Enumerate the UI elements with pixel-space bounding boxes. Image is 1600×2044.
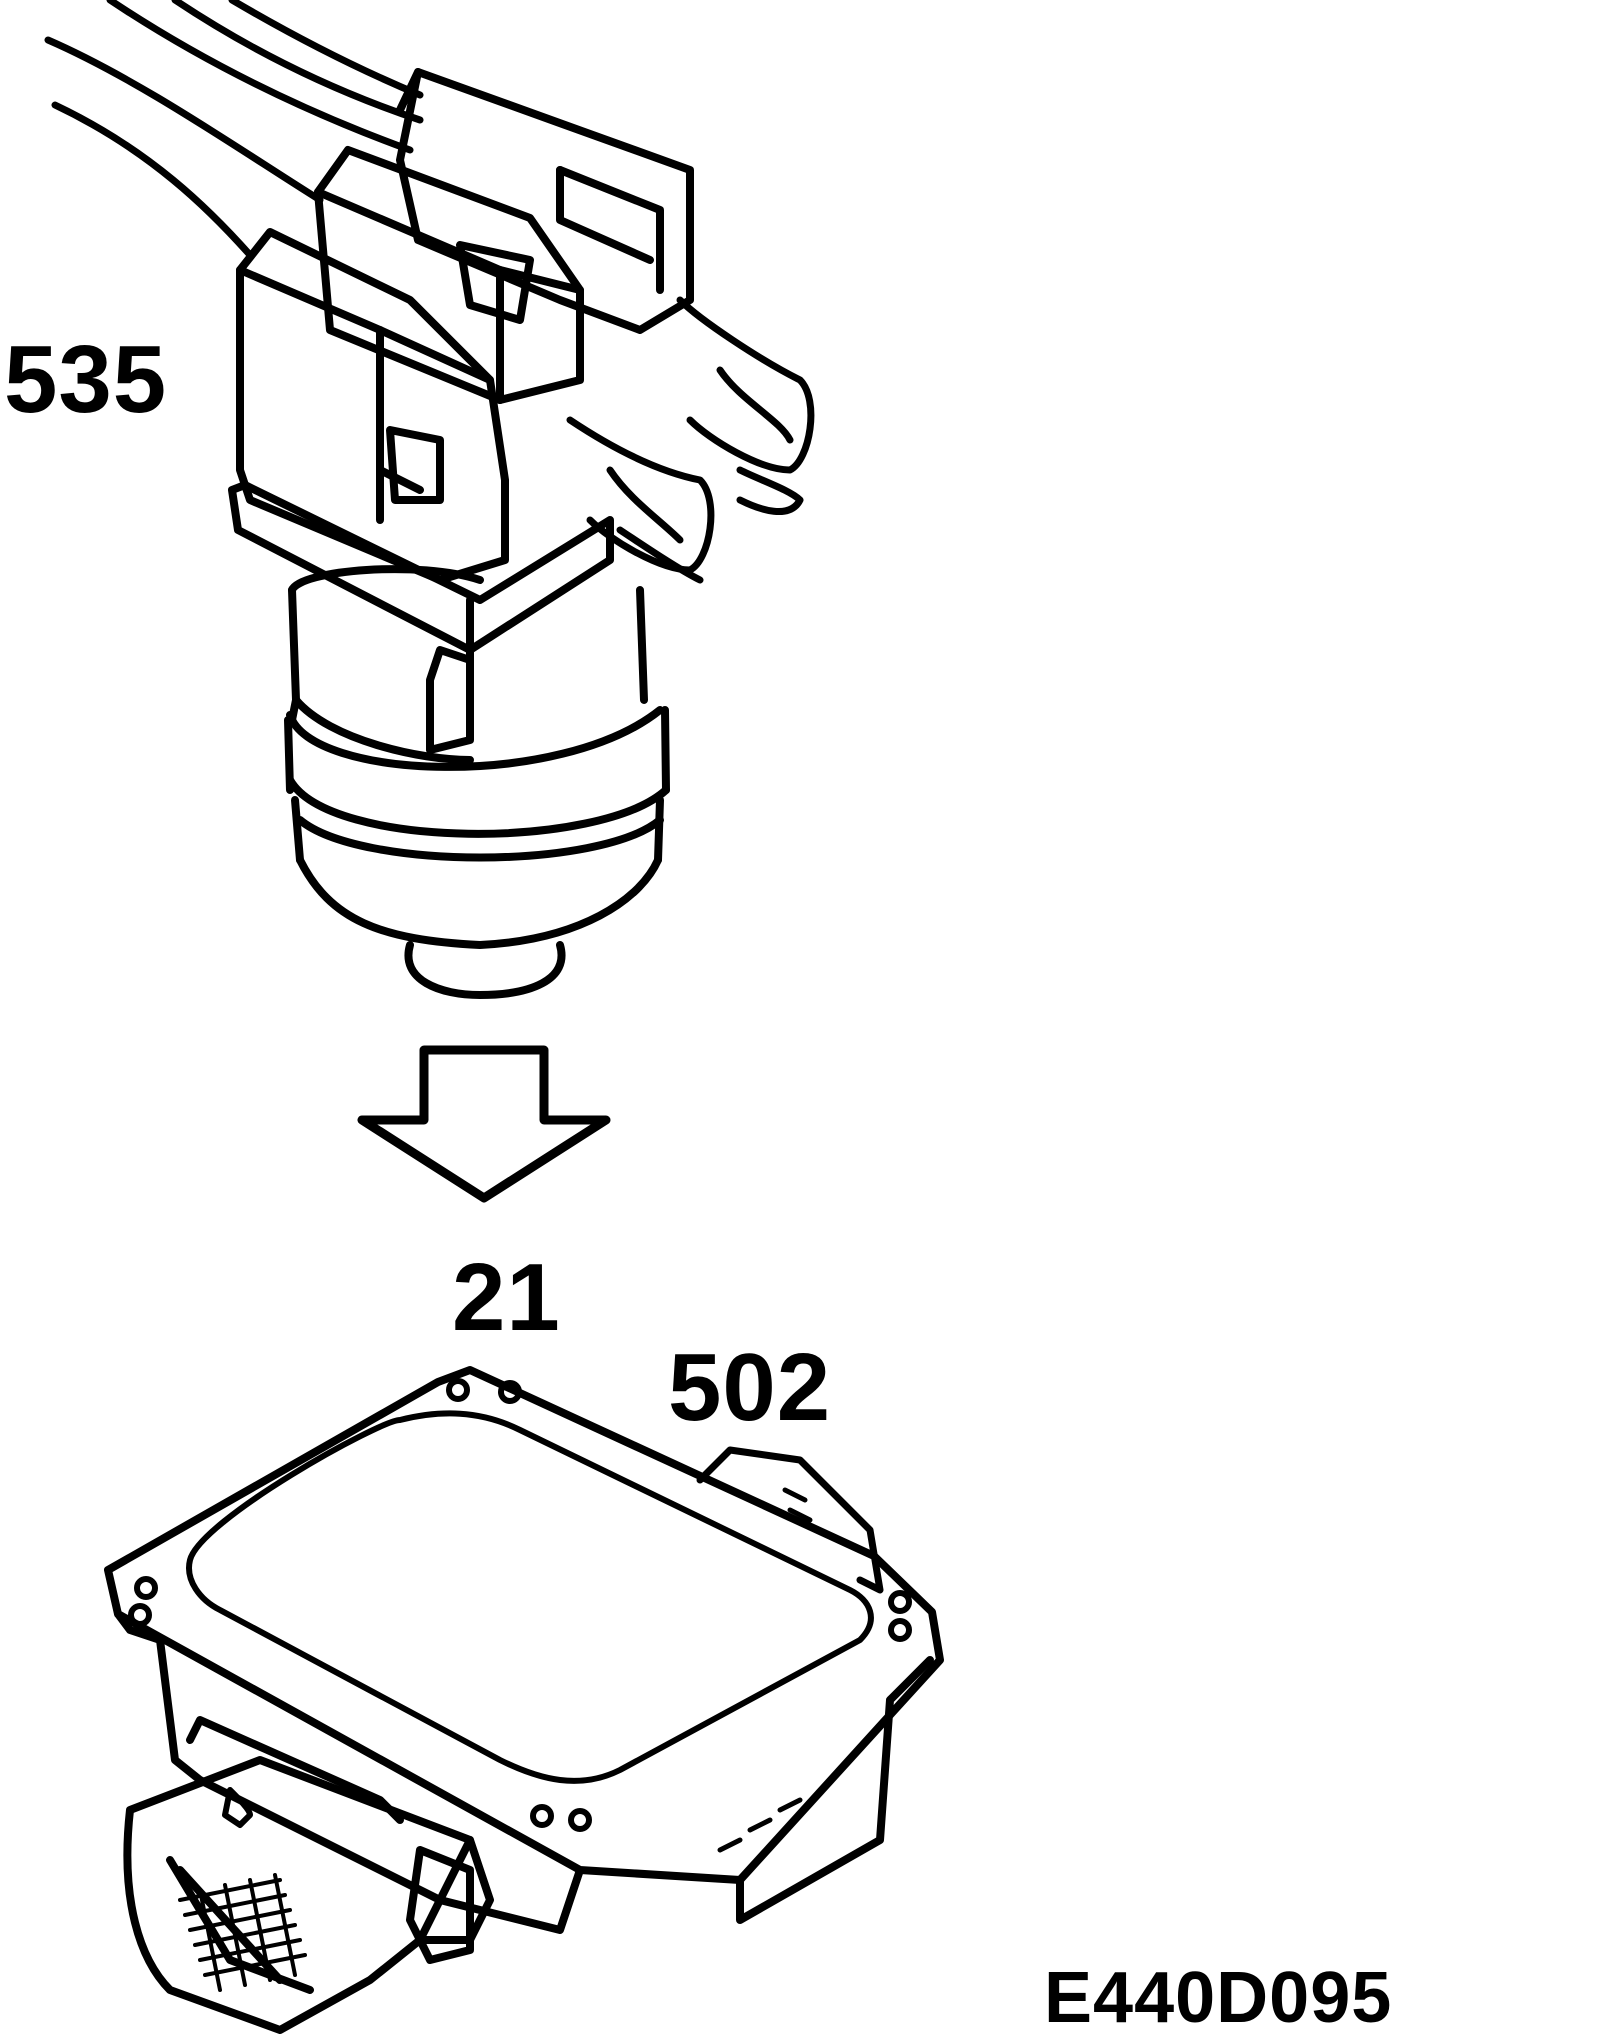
mounting-holes bbox=[128, 1378, 912, 1832]
vent-notches bbox=[717, 1797, 803, 1853]
connector-base-plate bbox=[228, 481, 614, 754]
down-arrow-icon bbox=[357, 1045, 611, 1203]
housing-top-plate bbox=[104, 1366, 944, 1884]
callout-module-502: 502 bbox=[668, 1334, 832, 1441]
connector-bracket bbox=[406, 1846, 474, 1964]
figure-reference-code: E440D095 bbox=[1044, 1958, 1393, 2038]
callout-sensor-535: 535 bbox=[4, 326, 168, 433]
housing-side-left bbox=[114, 1610, 584, 1934]
front-harness-connector bbox=[123, 1716, 494, 2034]
middle-connector bbox=[314, 146, 584, 404]
housing-side-right bbox=[736, 1656, 934, 1924]
connector-pin-grid bbox=[178, 1873, 307, 1992]
rear-edge-connector bbox=[696, 1446, 884, 1594]
control-module bbox=[104, 1366, 944, 2034]
rear-connector bbox=[396, 68, 694, 334]
sensor-assembly bbox=[44, 0, 815, 999]
terminal-lugs bbox=[566, 296, 815, 584]
sensor-body bbox=[284, 565, 670, 999]
wiring-harness bbox=[44, 0, 424, 259]
callout-step-21: 21 bbox=[452, 1244, 561, 1351]
housing-lid bbox=[186, 1410, 874, 1784]
